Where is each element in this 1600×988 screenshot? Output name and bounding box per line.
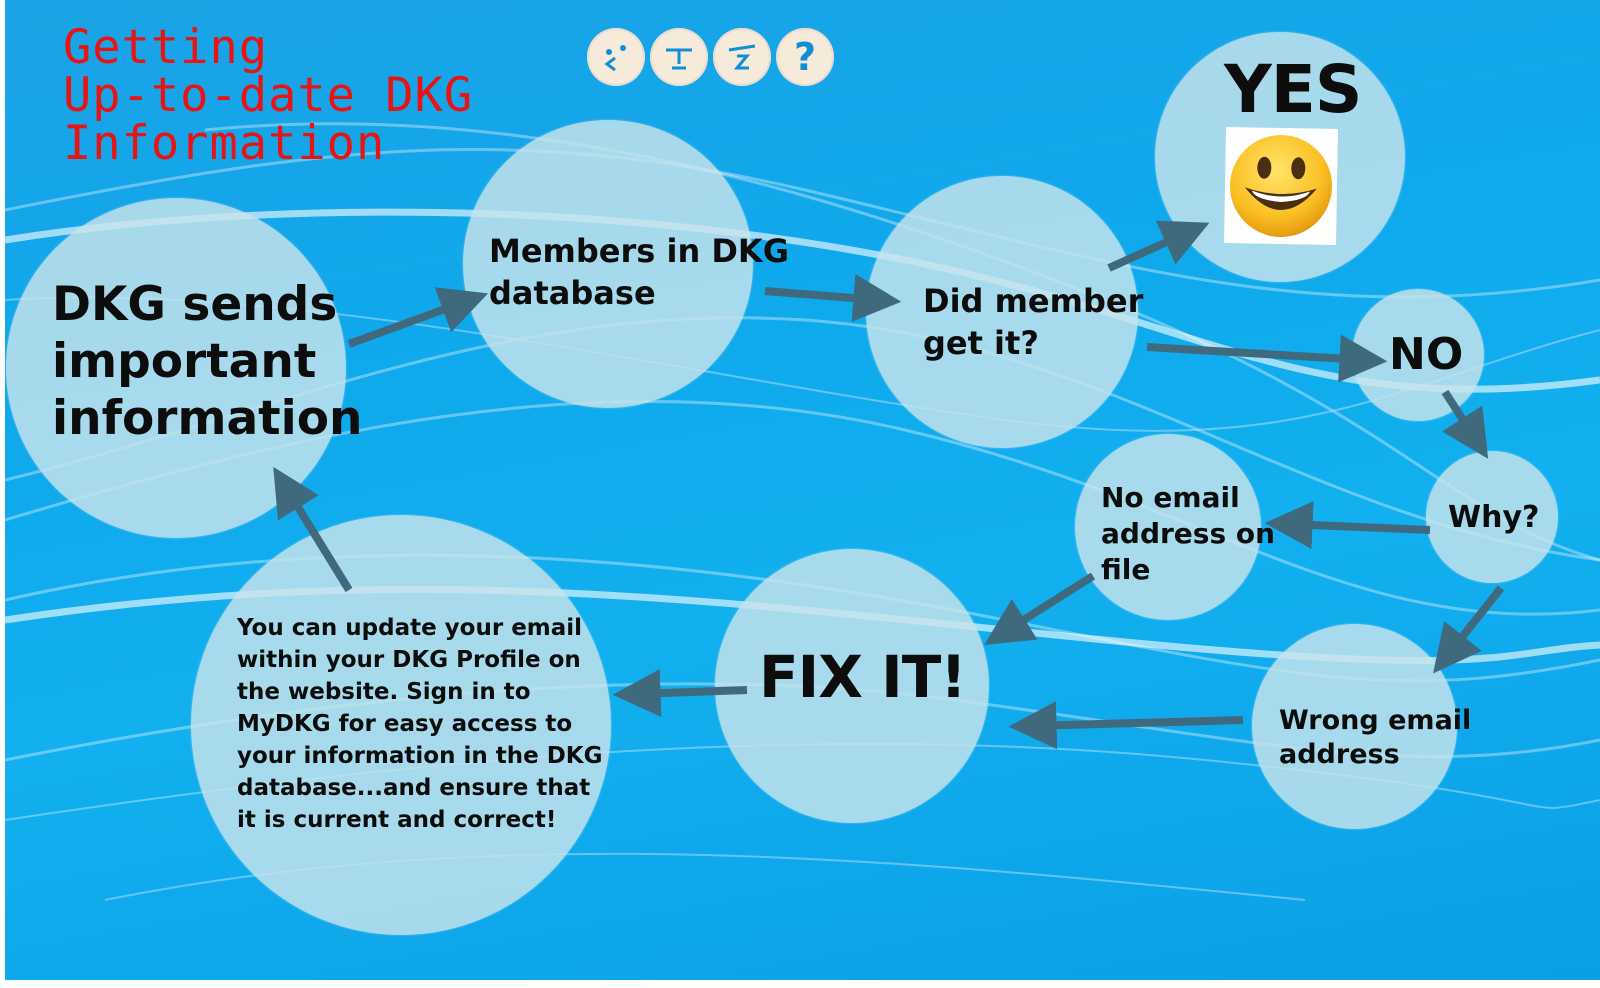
flow-arrows bbox=[273, 220, 1505, 750]
arrow-update-to-send bbox=[273, 466, 353, 593]
arrow-noemail-to-fix bbox=[984, 572, 1096, 645]
face-wink-glyph bbox=[604, 45, 626, 72]
arrow-members-to-didget bbox=[764, 274, 902, 322]
page-title: Getting Up-to-date DKG Information bbox=[63, 20, 474, 171]
arrow-why-to-noemail bbox=[1264, 501, 1431, 550]
node-did-get bbox=[866, 176, 1138, 448]
face-sleepy-glyph bbox=[728, 44, 756, 70]
label-did-get: Did member get it? bbox=[923, 282, 1144, 362]
node-update bbox=[191, 515, 611, 935]
label-yes: YES bbox=[1224, 51, 1362, 128]
label-send: DKG sends important information bbox=[52, 277, 363, 446]
label-fix: FIX IT! bbox=[759, 643, 967, 711]
arrow-didget-to-no bbox=[1146, 334, 1388, 383]
smiley-emoji-box bbox=[1223, 127, 1339, 245]
label-why: Why? bbox=[1448, 500, 1540, 535]
label-no: NO bbox=[1389, 329, 1464, 380]
arrow-fix-to-update bbox=[612, 669, 748, 718]
label-wrong-email: Wrong email address bbox=[1279, 705, 1472, 770]
arrow-wrong-to-fix bbox=[1008, 701, 1244, 750]
node-no-email bbox=[1075, 434, 1261, 620]
face-neutral-glyph bbox=[666, 48, 692, 70]
help-icon[interactable]: ? bbox=[776, 28, 834, 86]
arrow-why-to-wrong bbox=[1433, 585, 1505, 674]
label-no-email: No email address on file bbox=[1101, 481, 1276, 586]
flowchart-canvas: Getting Up-to-date DKG Information ? DKG… bbox=[5, 0, 1600, 980]
arrow-send-to-members bbox=[347, 287, 489, 348]
node-why bbox=[1426, 451, 1558, 583]
face-neutral-icon[interactable] bbox=[650, 28, 708, 86]
node-wrong-email bbox=[1252, 624, 1457, 829]
arrow-no-to-why bbox=[1441, 389, 1489, 459]
face-sleepy-icon[interactable] bbox=[713, 28, 771, 86]
node-members bbox=[463, 120, 753, 408]
arrow-didget-to-yes bbox=[1107, 220, 1210, 272]
face-wink-icon[interactable] bbox=[587, 28, 645, 86]
smiley-face-icon bbox=[1230, 135, 1332, 237]
node-fix bbox=[715, 549, 989, 823]
label-update: You can update your email within your DK… bbox=[237, 615, 603, 833]
label-members: Members in DKG database bbox=[489, 232, 789, 312]
